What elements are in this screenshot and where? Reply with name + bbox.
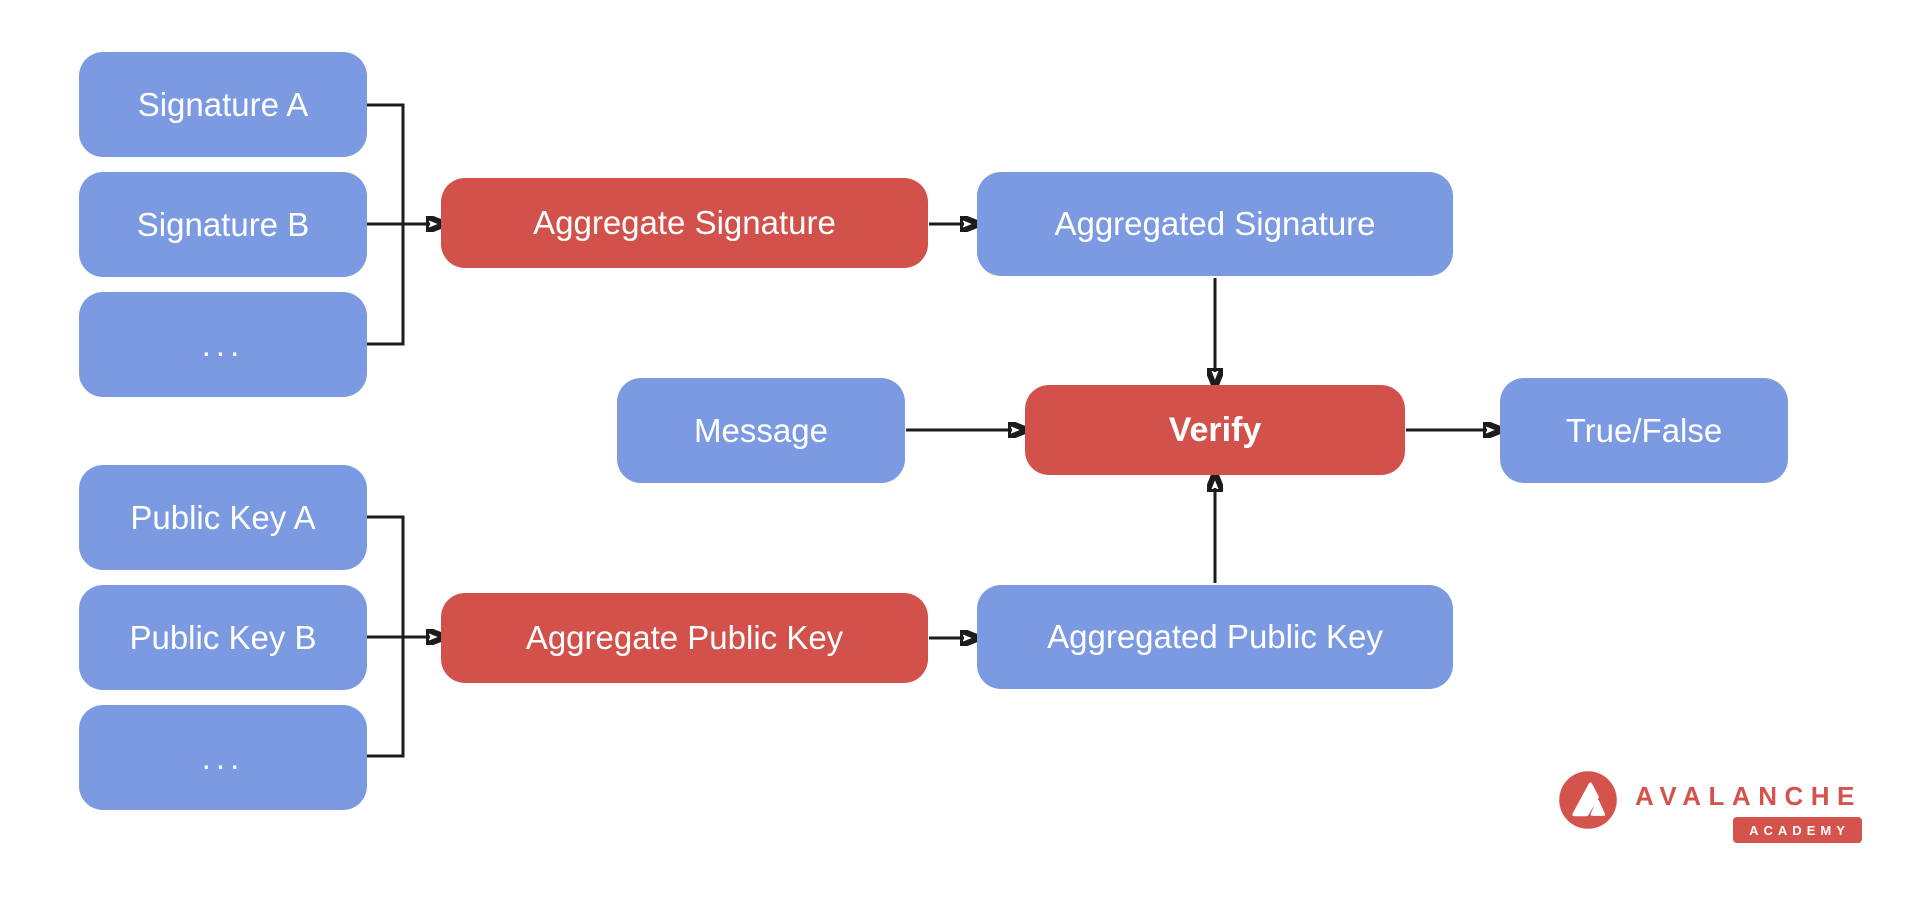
node-aggregate-public-key: Aggregate Public Key [441, 593, 928, 683]
avalanche-academy-logo: AVALANCHE ACADEMY [1558, 770, 1862, 843]
logo-academy-badge: ACADEMY [1733, 817, 1862, 843]
node-signature-a: Signature A [79, 52, 367, 157]
node-public-key-ellipsis: ... [79, 705, 367, 810]
node-message: Message [617, 378, 905, 483]
node-public-key-a: Public Key A [79, 465, 367, 570]
connector-signatures-bracket [367, 103, 405, 346]
node-true-false: True/False [1500, 378, 1788, 483]
logo-brand-text: AVALANCHE [1635, 781, 1862, 811]
node-signature-b: Signature B [79, 172, 367, 277]
node-public-key-b: Public Key B [79, 585, 367, 690]
connector-public-keys-bracket [367, 515, 405, 758]
node-aggregated-public-key: Aggregated Public Key [977, 585, 1453, 689]
logo-text-column: AVALANCHE ACADEMY [1635, 770, 1862, 843]
node-signature-ellipsis: ... [79, 292, 367, 397]
node-aggregated-signature: Aggregated Signature [977, 172, 1453, 276]
node-aggregate-signature: Aggregate Signature [441, 178, 928, 268]
node-verify: Verify [1025, 385, 1405, 475]
avalanche-logo-icon [1559, 771, 1617, 829]
